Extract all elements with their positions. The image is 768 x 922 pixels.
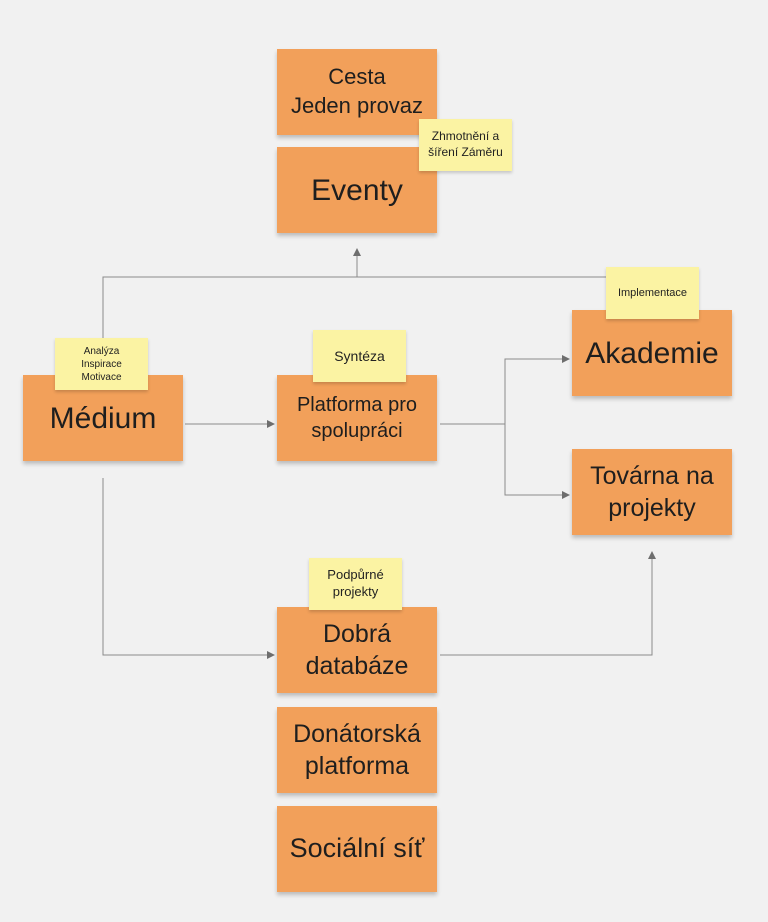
node-medium-text: Médium (49, 401, 157, 435)
label-implementace-text: Implementace (617, 286, 688, 299)
label-implementace[interactable]: Implementace (606, 267, 699, 319)
connector-platforma-to-akademie (504, 355, 570, 424)
node-cesta-text: Cesta Jeden provaz (290, 64, 424, 118)
connector-databaze-to-tovarna (440, 551, 656, 656)
label-zhmotneni-text: Zhmotnění a šíření Záměru (428, 129, 503, 159)
node-medium[interactable]: Médium (23, 375, 183, 461)
node-akademie[interactable]: Akademie (572, 310, 732, 396)
node-dobra-databaze-text: Dobrá databáze (305, 619, 409, 681)
label-synteza-text: Syntéza (334, 347, 385, 364)
label-analyza-text: Analýza Inspirace Motivace (81, 345, 122, 383)
node-socialni-sit-text: Sociální síť (289, 833, 425, 864)
node-donatorska-platforma[interactable]: Donátorská platforma (277, 707, 437, 793)
connector-platforma-to-tovarna (504, 424, 570, 499)
label-zhmotneni[interactable]: Zhmotnění a šíření Záměru (419, 119, 512, 171)
node-socialni-sit[interactable]: Sociální síť (277, 806, 437, 892)
node-platforma[interactable]: Platforma pro spolupráci (277, 375, 437, 461)
label-analyza[interactable]: Analýza Inspirace Motivace (55, 338, 148, 390)
label-podpurne[interactable]: Podpůrné projekty (309, 558, 402, 610)
node-donatorska-platforma-text: Donátorská platforma (293, 719, 421, 781)
node-tovarna[interactable]: Továrna na projekty (572, 449, 732, 535)
node-cesta[interactable]: Cesta Jeden provaz (277, 49, 437, 135)
node-dobra-databaze[interactable]: Dobrá databáze (277, 607, 437, 693)
node-platforma-text: Platforma pro spolupráci (296, 394, 418, 442)
node-eventy-text: Eventy (311, 173, 403, 207)
node-eventy[interactable]: Eventy (277, 147, 437, 233)
connector-medium-to-databaze (102, 478, 275, 659)
label-podpurne-text: Podpůrné projekty (327, 567, 384, 599)
label-synteza[interactable]: Syntéza (313, 330, 406, 382)
node-tovarna-text: Továrna na projekty (590, 461, 714, 523)
node-akademie-text: Akademie (585, 336, 719, 370)
